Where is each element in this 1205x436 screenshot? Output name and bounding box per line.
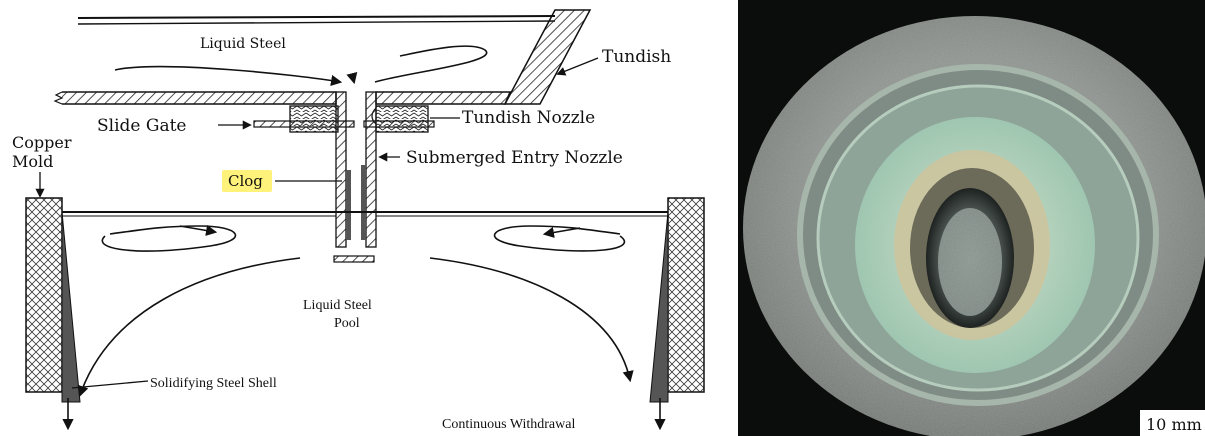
label-pool-2: Pool	[334, 316, 360, 331]
solidifying-shell-left	[62, 212, 80, 402]
copper-mold-right	[668, 198, 704, 392]
label-copper-mold-2: Mold	[12, 152, 53, 171]
label-slide-gate: Slide Gate	[97, 116, 186, 136]
tundish-wall	[505, 10, 590, 104]
tundish-flow	[115, 46, 487, 82]
label-pool-1: Liquid Steel	[303, 298, 372, 313]
label-solidifying-shell: Solidifying Steel Shell	[150, 376, 277, 391]
submerged-entry-nozzle	[334, 92, 376, 262]
label-tundish-nozzle: Tundish Nozzle	[462, 108, 595, 128]
copper-mold-left	[26, 198, 62, 392]
casting-diagram: Liquid Steel Tundish Slide Gate Tundish …	[12, 10, 704, 432]
tundish-top-lines	[78, 16, 555, 24]
label-continuous-withdrawal: Continuous Withdrawal	[442, 417, 575, 432]
scale-bar-label: 10 mm	[1146, 415, 1202, 434]
label-tundish: Tundish	[602, 47, 671, 67]
solidifying-shell-right	[650, 212, 668, 402]
clog-photo: 10 mm	[738, 0, 1205, 436]
label-liquid-steel: Liquid Steel	[200, 36, 286, 52]
label-submerged-entry-nozzle: Submerged Entry Nozzle	[406, 148, 623, 168]
label-copper-mold-1: Copper	[12, 133, 72, 152]
label-clog: Clog	[228, 172, 263, 190]
tundish-floor	[55, 92, 510, 104]
